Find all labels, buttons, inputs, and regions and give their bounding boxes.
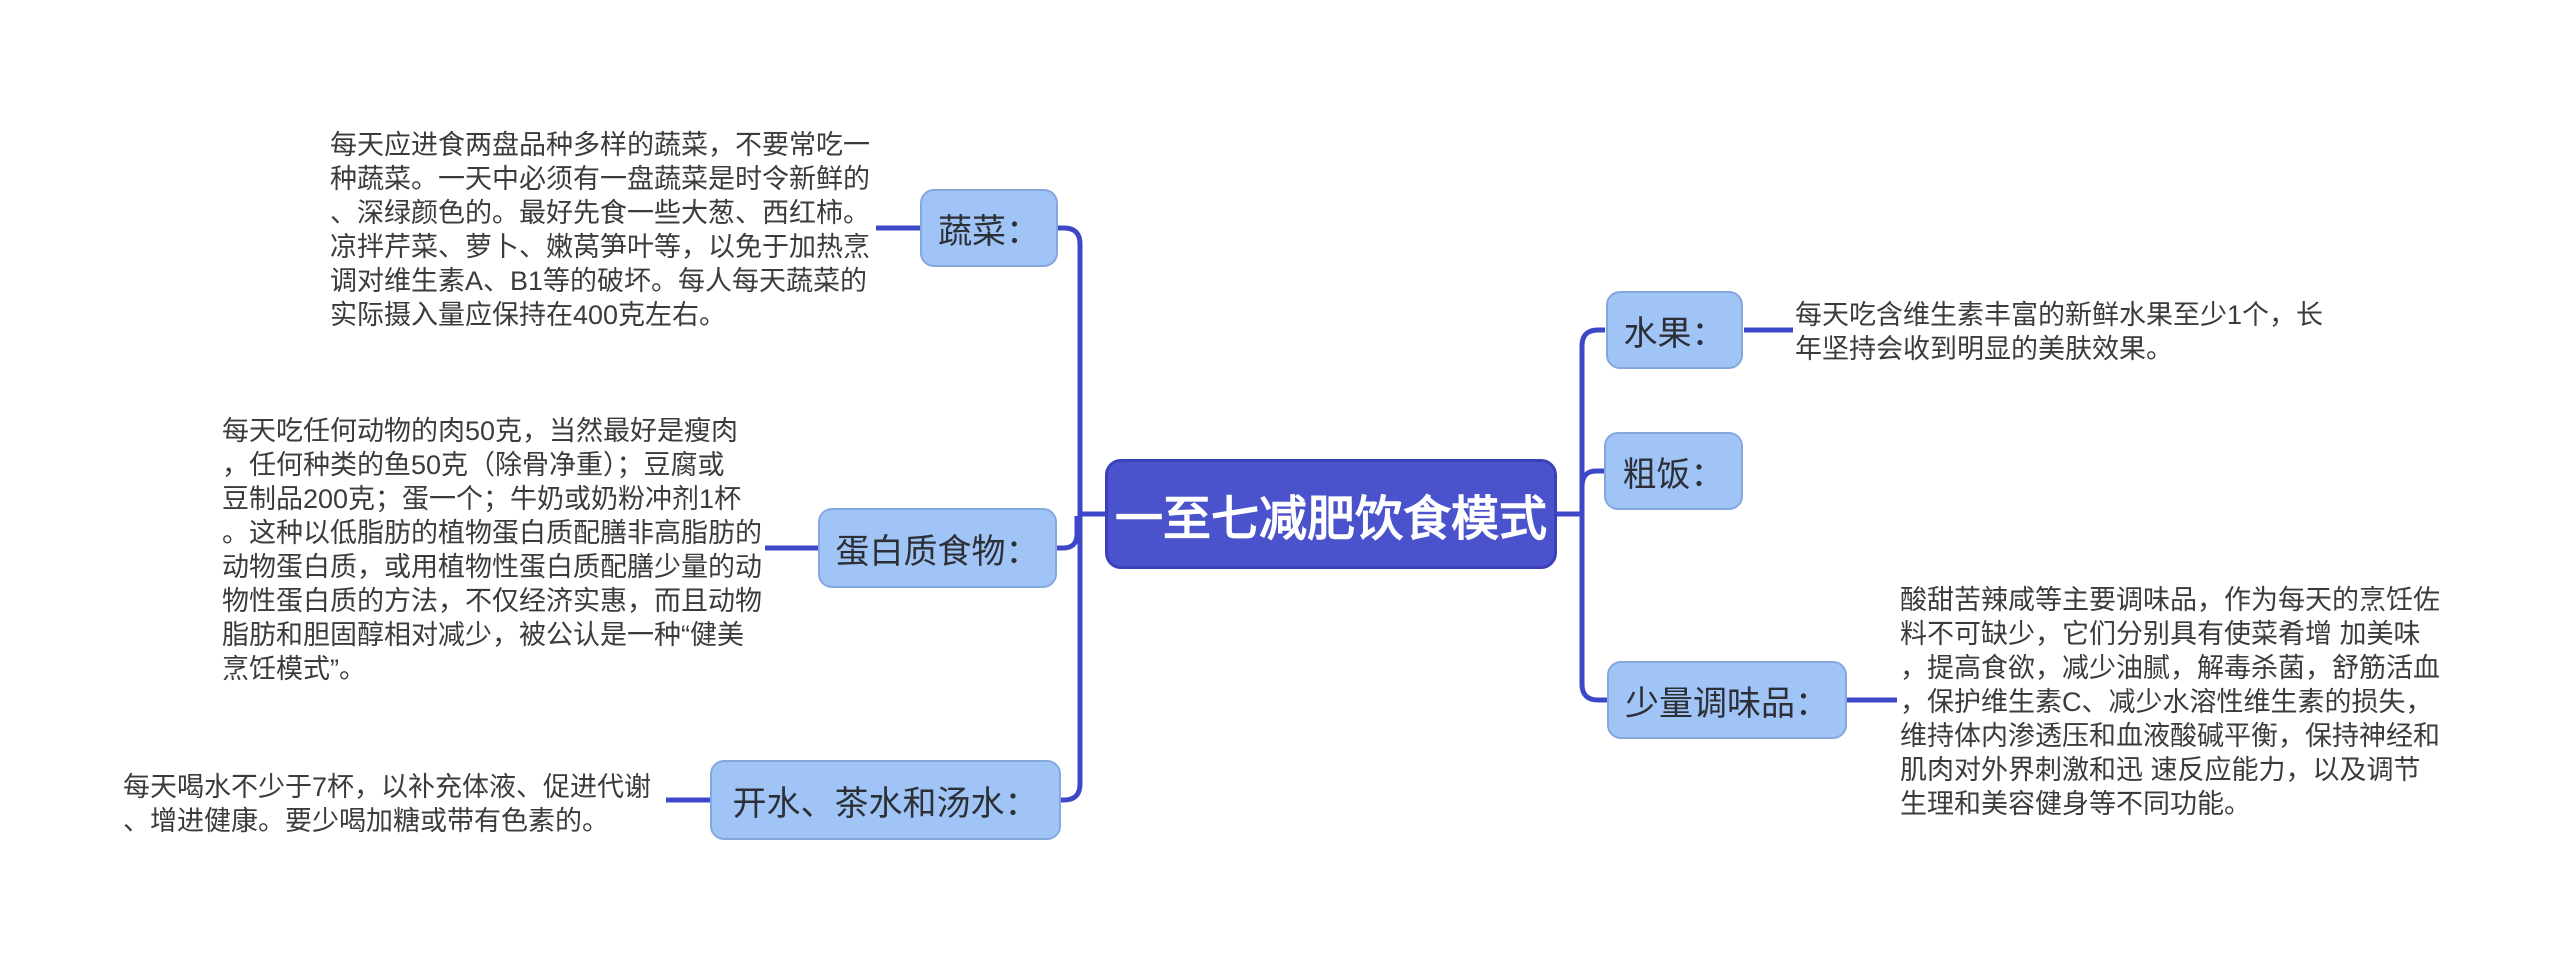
connector-right-trunk: [1579, 327, 1608, 703]
topic-fruit[interactable]: 水果：: [1606, 291, 1743, 369]
topic-seasoning-label: 少量调味品：: [1625, 684, 1829, 723]
topic-vegetables-label: 蔬菜：: [938, 212, 1040, 251]
note-vegetables: 每天应进食两盘品种多样的蔬菜，不要常吃一 种蔬菜。一天中必须有一盘蔬菜是时令新鲜…: [330, 130, 870, 330]
topic-seasoning[interactable]: 少量调味品：: [1607, 661, 1847, 739]
connector-protein-branch: [1056, 516, 1080, 551]
note-fruit: 每天吃含维生素丰富的新鲜水果至少1个，长 年坚持会收到明显的美肤效果。: [1795, 300, 2324, 364]
topic-protein-label: 蛋白质食物：: [835, 532, 1040, 571]
note-protein: 每天吃任何动物的肉50克，当然最好是瘦肉 ，任何种类的鱼50克（除骨净重）；豆腐…: [222, 416, 762, 684]
root-topic-label: 一至七减肥饮食模式: [1114, 493, 1547, 546]
topic-water[interactable]: 开水、茶水和汤水：: [710, 760, 1061, 840]
topic-fruit-label: 水果：: [1623, 314, 1726, 353]
connector-left-trunk: [1057, 225, 1083, 803]
connector-rice-branch: [1579, 468, 1605, 488]
note-water: 每天喝水不少于7杯，以补充体液、促进代谢 、增进健康。要少喝加糖或带有色素的。: [123, 772, 652, 836]
topic-rice[interactable]: 粗饭：: [1604, 432, 1743, 510]
note-seasoning: 酸甜苦辣咸等主要调味品，作为每天的烹饪佐 料不可缺少，它们分别具有使菜肴增 加美…: [1900, 585, 2440, 819]
topic-vegetables[interactable]: 蔬菜：: [920, 189, 1058, 267]
root-topic[interactable]: 一至七减肥饮食模式: [1105, 459, 1557, 569]
topic-rice-label: 粗饭：: [1622, 455, 1725, 494]
topic-protein[interactable]: 蛋白质食物：: [818, 508, 1057, 588]
topic-water-label: 开水、茶水和汤水：: [732, 784, 1039, 823]
